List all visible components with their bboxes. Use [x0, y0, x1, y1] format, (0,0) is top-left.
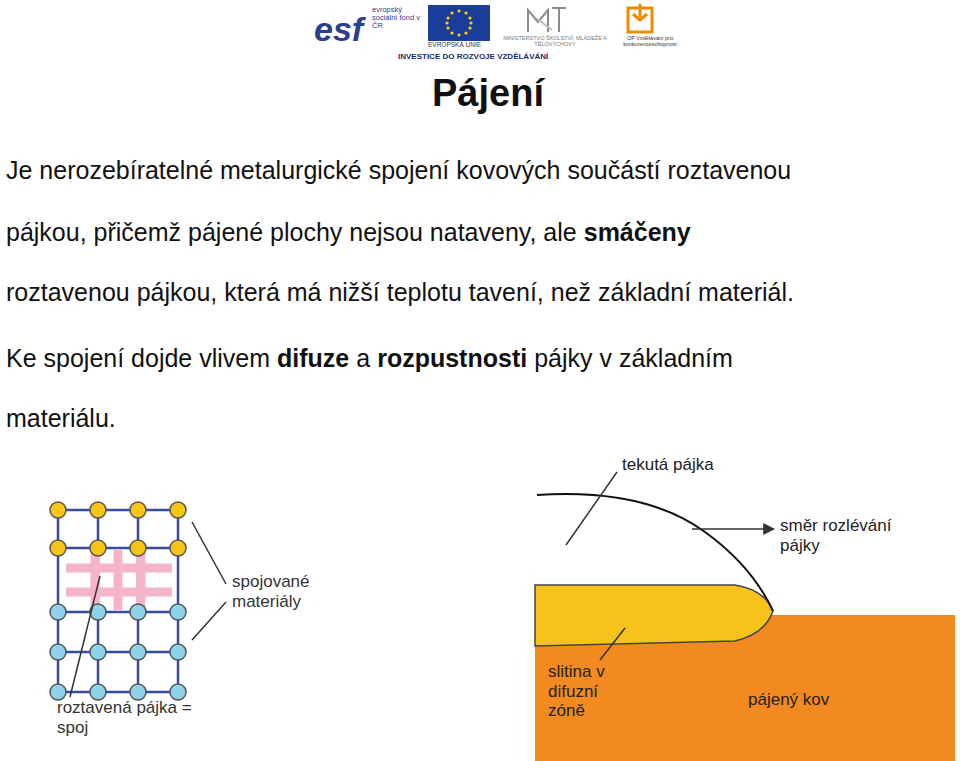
paragraph-text: a — [356, 344, 370, 373]
paragraph-text: Je nerozebíratelné metalurgické spojení … — [6, 156, 791, 185]
logo-text: INVESTICE DO ROZVOJE VZDĚLÁVÁNÍ — [398, 53, 548, 61]
eu-stars — [445, 9, 472, 36]
yellow-atoms — [50, 502, 186, 556]
eu-flag — [428, 5, 490, 41]
leader-line — [600, 628, 625, 660]
blue-atoms — [50, 604, 186, 700]
paragraph-text: materiálu. — [6, 404, 116, 433]
paragraph-text: pájky v základním — [534, 344, 733, 373]
part-label: slitina v difuzní zóně — [548, 662, 638, 721]
logo-text: evropský sociální fond v ČR — [372, 6, 424, 30]
flow-arrow — [692, 528, 774, 530]
esf-logo — [313, 4, 425, 52]
part-label: pájený kov — [748, 690, 829, 710]
paragraph-text: rozpustnosti — [377, 344, 527, 373]
lattice — [50, 502, 226, 700]
paragraph-text: pájkou, přičemž pájené plochy nejsou nat… — [6, 218, 577, 247]
paragraph-text: smáčeny — [584, 218, 691, 247]
leader-lines — [70, 522, 226, 697]
part-label: směr rozlévání pájky — [780, 516, 930, 555]
paragraph-text: difuze — [277, 344, 349, 373]
part-label: tekutá pájka — [622, 455, 714, 475]
solder-layer — [535, 585, 773, 646]
leader-line — [566, 472, 617, 545]
solder-mesh — [66, 550, 172, 610]
msmt-logo — [528, 8, 566, 32]
paragraph-text: Ke spojení dojde vlivem — [6, 344, 270, 373]
logo-text: OP Vzdělávání pro konkurenceschopnost — [610, 36, 690, 48]
lattice-lines — [58, 510, 178, 692]
op-logo — [628, 4, 652, 32]
logo-text: EVROPSKÁ UNIE — [428, 42, 481, 49]
liquid-solder-outline — [537, 494, 773, 611]
slide-title: Pájení — [0, 72, 960, 116]
paragraph-text: roztavenou pájkou, která má nižší teplot… — [6, 278, 794, 307]
logo-text: esf — [314, 10, 363, 49]
part-label: roztavená pájka = spoj — [57, 698, 227, 737]
part-label: spojované materiály — [232, 572, 352, 611]
soldering-figure — [535, 472, 955, 761]
logo-text: MINISTERSTVO ŠKOLSTVÍ, MLÁDEŽE A TĚLOVÝC… — [503, 36, 607, 48]
logo-band — [313, 4, 652, 52]
